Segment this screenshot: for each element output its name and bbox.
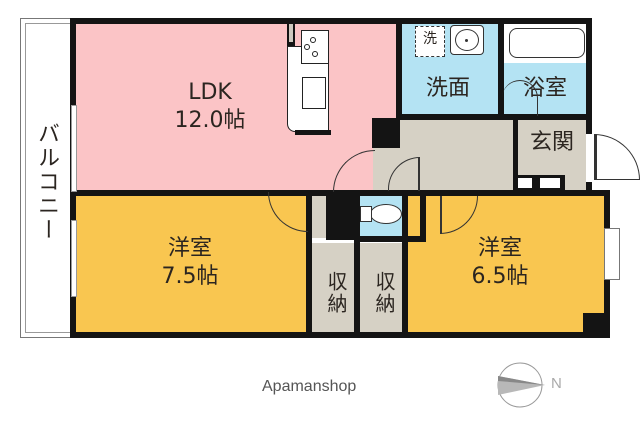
pillar: [583, 313, 607, 335]
brand-label: Apamanshop: [262, 378, 357, 395]
western-right-size: 6.5帖: [471, 264, 529, 289]
entrance-door-gap: [586, 134, 592, 182]
entrance-label: 玄関: [529, 130, 574, 155]
compass-north-label: N: [551, 375, 562, 392]
entrance-door[interactable]: [594, 134, 640, 180]
balcony-label: バルコニー: [34, 122, 59, 242]
compass-icon: [497, 362, 545, 408]
storage-small: [312, 196, 326, 238]
window-western-right: [604, 228, 620, 280]
washer-space: [415, 26, 445, 57]
storage-1: [312, 243, 354, 333]
room-western-left: [74, 195, 308, 335]
western-right-label: 洋室: [477, 236, 522, 261]
washroom-label: 洗面: [425, 76, 470, 101]
window-ldk: [71, 105, 77, 192]
room-western-right: [405, 195, 605, 335]
sink-icon: [302, 77, 326, 109]
storage-2-label: 収納: [372, 271, 396, 315]
storage-1-label: 収納: [324, 271, 348, 315]
ldk-size: 12.0帖: [174, 108, 246, 133]
storage-2: [360, 243, 402, 333]
balcony: [20, 18, 74, 338]
ldk-label: LDK: [188, 80, 232, 105]
window-western-left: [71, 220, 77, 297]
room-washroom: [398, 22, 500, 117]
western-left-label: 洋室: [167, 236, 212, 261]
toilet-icon: [370, 204, 402, 224]
washer-label: 洗: [423, 31, 437, 47]
door-bathroom[interactable]: [502, 80, 538, 116]
western-left-size: 7.5帖: [161, 264, 219, 289]
